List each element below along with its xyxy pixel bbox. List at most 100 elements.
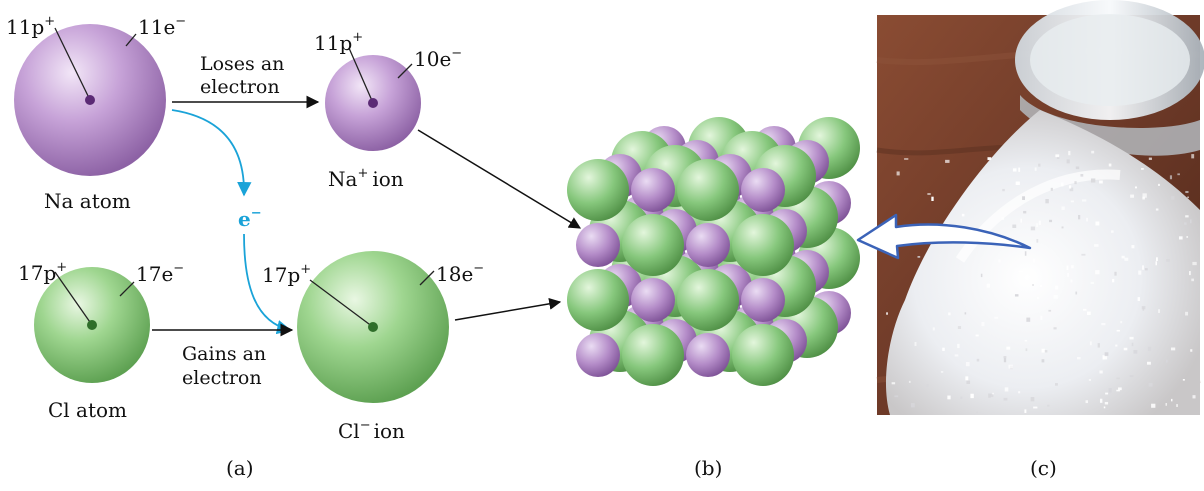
salt-grain	[1165, 403, 1168, 406]
salt-grain	[1023, 210, 1027, 214]
salt-grain	[1081, 199, 1087, 202]
salt-grain	[1142, 196, 1145, 200]
salt-grain	[1189, 271, 1191, 276]
salt-grain	[1187, 196, 1190, 199]
chloride-ion-sphere	[567, 269, 629, 331]
salt-grain	[904, 158, 909, 160]
salt-grain	[1086, 311, 1091, 316]
salt-grain	[1001, 217, 1005, 220]
salt-grain	[1191, 278, 1194, 282]
salt-grain	[1158, 309, 1161, 313]
salt-photo	[876, 0, 1204, 415]
salt-grain	[1033, 406, 1038, 409]
salt-grain	[1130, 194, 1135, 198]
salt-grain	[1095, 221, 1100, 226]
electron-transfer-arrow: e−	[171, 109, 292, 335]
salt-grain	[957, 343, 960, 349]
loses-line1: Loses an	[200, 53, 284, 75]
na-atom-label: Na atom	[44, 189, 131, 213]
salt-grain	[1121, 255, 1125, 259]
salt-grain	[1085, 400, 1089, 404]
salt-grain	[1099, 370, 1103, 374]
cl-ion-to-lattice-arrow	[454, 297, 562, 321]
salt-grain	[1108, 163, 1112, 167]
electron-symbol: e−	[238, 206, 262, 231]
salt-grain	[1002, 188, 1005, 192]
cl-atom-label: Cl atom	[48, 398, 127, 422]
na-ion-label: Na+ion	[328, 166, 404, 191]
salt-grain	[1182, 284, 1185, 288]
salt-grain	[1068, 150, 1071, 156]
gains-electron-arrow: Gains an electron	[152, 323, 294, 389]
salt-grain	[1108, 388, 1112, 393]
salt-grain	[1067, 272, 1069, 277]
salt-grain	[998, 259, 1001, 263]
salt-grain	[931, 196, 934, 201]
salt-grain	[1123, 347, 1128, 351]
salt-grain	[1024, 251, 1027, 256]
salt-grain	[948, 312, 951, 316]
sodium-ion-sphere	[686, 223, 730, 267]
salt-grain	[1041, 359, 1045, 363]
salt-grain	[1056, 156, 1060, 159]
salt-grain	[1104, 352, 1109, 356]
salt-grain	[1116, 329, 1120, 332]
salt-grain	[1025, 348, 1028, 352]
salt-grain	[1166, 259, 1170, 262]
salt-grain	[886, 312, 888, 315]
salt-grain	[1134, 186, 1137, 189]
salt-grain	[964, 312, 967, 315]
salt-grain	[1003, 356, 1007, 359]
salt-grain	[1018, 391, 1021, 394]
salt-grain	[1170, 398, 1173, 402]
salt-grain	[1024, 409, 1027, 413]
salt-grain	[1086, 217, 1088, 222]
sodium-ion-sphere	[741, 168, 785, 212]
salt-grain	[1040, 315, 1043, 320]
salt-grain	[1099, 398, 1103, 403]
salt-grain	[1004, 387, 1009, 392]
sodium-ion-sphere	[576, 333, 620, 377]
salt-grain	[1186, 236, 1189, 238]
cl-ion: 17p+ 18e− Cl−ion	[262, 251, 484, 443]
salt-grain	[1012, 168, 1017, 172]
salt-grain	[1158, 183, 1160, 186]
salt-grain	[1081, 253, 1086, 256]
salt-grain	[927, 193, 931, 195]
salt-grain	[1104, 401, 1109, 405]
salt-grain	[1111, 230, 1114, 233]
salt-grain	[1151, 403, 1156, 408]
na-atom-electrons-label: 11e−	[138, 14, 186, 39]
nacl-crystal-lattice	[567, 117, 860, 386]
salt-grain	[1061, 226, 1064, 229]
salt-grain	[1138, 270, 1142, 275]
sodium-ion-sphere	[631, 278, 675, 322]
cl-atom: 17p+ 17e− Cl atom	[18, 260, 184, 422]
salt-grain	[1055, 285, 1059, 290]
salt-grain	[1114, 271, 1117, 276]
salt-grain	[1074, 181, 1077, 185]
loses-line2: electron	[200, 76, 280, 98]
salt-grain	[940, 371, 944, 373]
salt-grain	[1003, 358, 1007, 363]
salt-grain	[1012, 224, 1017, 228]
salt-grain	[1190, 349, 1193, 352]
salt-grain	[1095, 270, 1100, 275]
cl-ion-electrons-label: 18e−	[436, 261, 484, 286]
salt-grain	[1176, 404, 1178, 407]
salt-grain	[1053, 327, 1057, 330]
salt-grain	[1061, 206, 1065, 210]
salt-grain	[994, 316, 999, 319]
salt-grain	[1133, 350, 1138, 354]
salt-grain	[1060, 182, 1064, 187]
salt-grain	[1038, 163, 1041, 167]
salt-grain	[965, 376, 969, 381]
salt-grain	[1131, 245, 1135, 249]
salt-grain	[987, 157, 992, 161]
salt-grain	[1171, 196, 1175, 200]
salt-grain	[1101, 323, 1106, 326]
salt-grain	[1041, 348, 1045, 353]
salt-grain	[910, 403, 915, 408]
salt-grain	[932, 327, 935, 331]
